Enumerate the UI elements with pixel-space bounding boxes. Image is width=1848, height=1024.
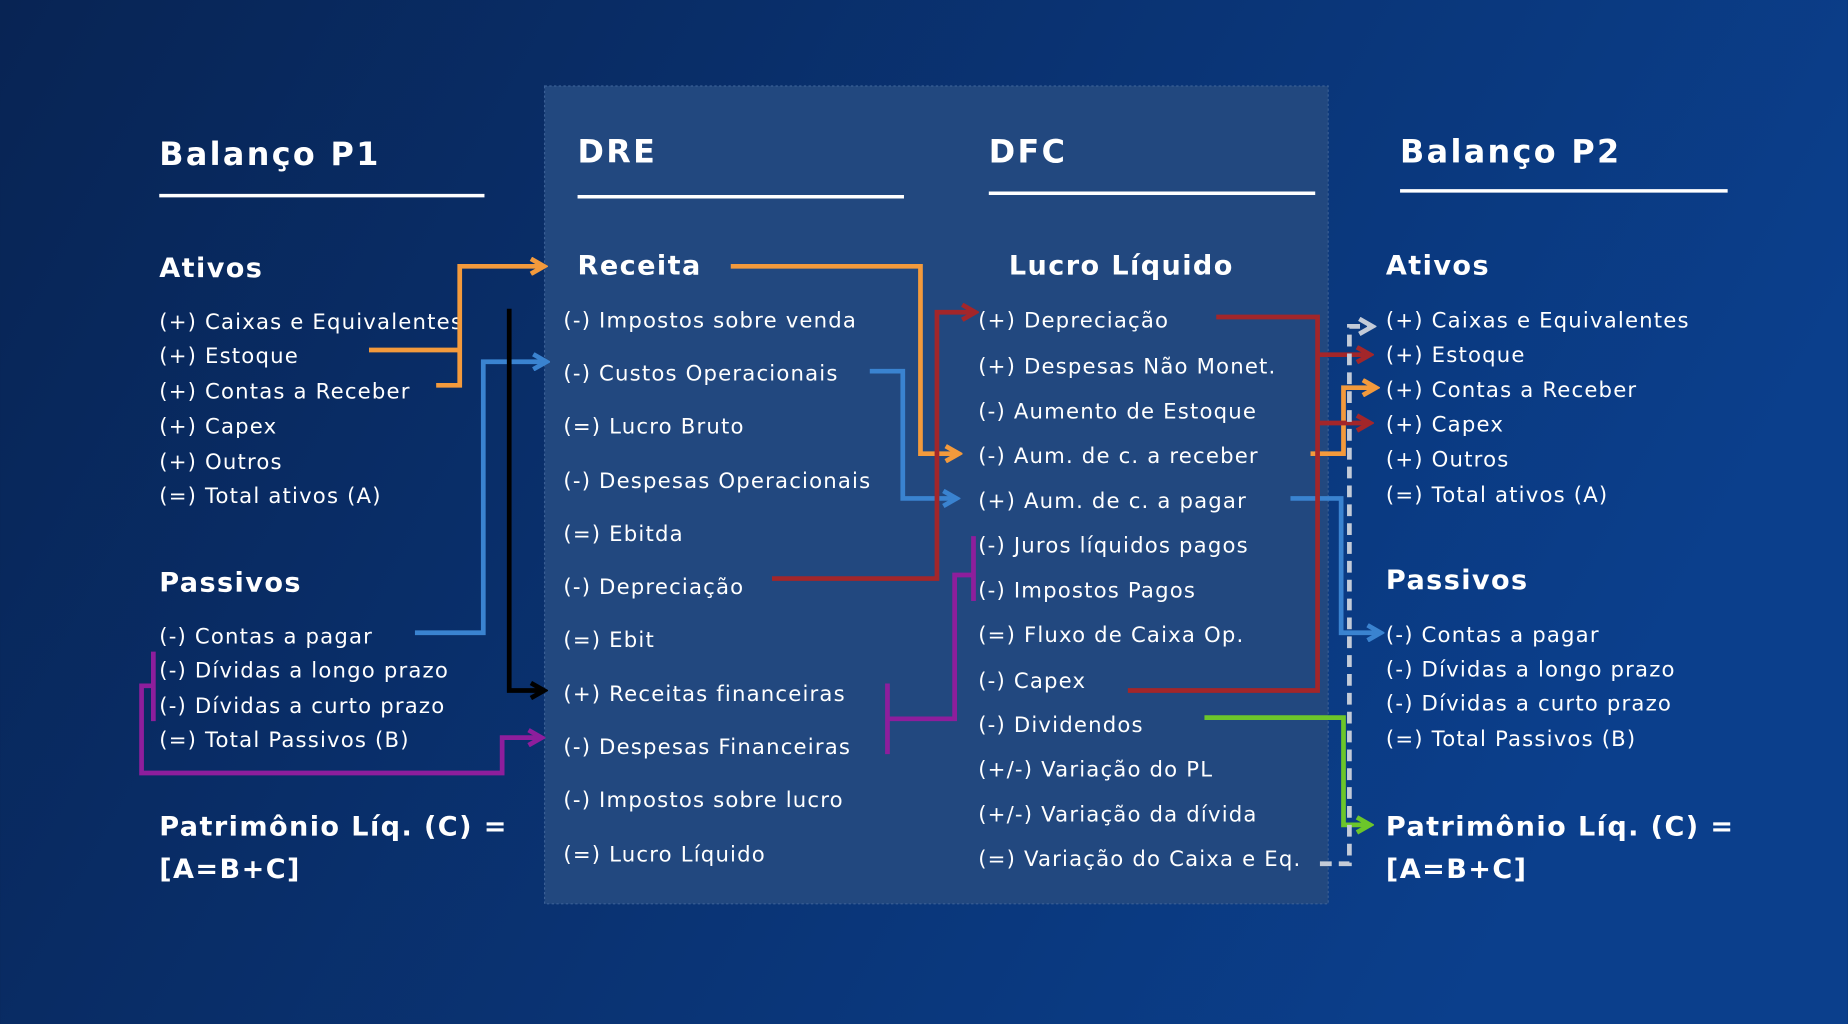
p1-ativos-heading: Ativos xyxy=(159,253,263,284)
p1-pl-line1: Patrimônio Líq. (C) = xyxy=(159,811,508,842)
dre-item: (=) Ebitda xyxy=(563,522,683,547)
dre-item: (=) Lucro Bruto xyxy=(563,415,744,440)
dre-item: (-) Despesas Financeiras xyxy=(563,735,851,760)
dre-receita-heading: Receita xyxy=(578,251,702,282)
p2-ativos-heading: Ativos xyxy=(1386,251,1490,282)
dfc-title: DFC xyxy=(989,133,1068,171)
dfc-item: (-) Capex xyxy=(978,669,1086,694)
p2-passivos-item: (-) Dívidas a curto prazo xyxy=(1386,692,1672,717)
p2-ativos-item: (+) Capex xyxy=(1386,412,1504,437)
p2-title: Balanço P2 xyxy=(1400,133,1621,171)
dfc-item: (+) Aum. de c. a pagar xyxy=(978,489,1247,514)
dashed-arrow-caixa xyxy=(1319,326,1371,867)
p2-ativos-item: (=) Total ativos (A) xyxy=(1386,483,1608,508)
red-line-depreciacao-capex xyxy=(1127,314,1320,693)
dre-item: (-) Impostos sobre venda xyxy=(563,309,857,334)
blue-arrow-custos-to-pagar xyxy=(869,368,955,498)
dfc-lucro-heading: Lucro Líquido xyxy=(1009,251,1234,282)
p1-ativos-item: (+) Estoque xyxy=(159,344,299,369)
p2-passivos-item: (-) Contas a pagar xyxy=(1386,623,1600,648)
black-arrow-to-receitas-financeiras xyxy=(506,308,542,691)
purple-bracket-dividas xyxy=(139,651,540,776)
dfc-item: (-) Juros líquidos pagos xyxy=(978,534,1249,559)
p2-ativos-item: (+) Caixas e Equivalentes xyxy=(1386,309,1690,334)
p1-passivos-item: (-) Dívidas a curto prazo xyxy=(159,694,445,719)
dfc-item: (+/-) Variação da dívida xyxy=(978,802,1257,827)
connectors xyxy=(139,266,1379,867)
dfc-item: (-) Impostos Pagos xyxy=(978,578,1196,603)
p2-passivos-item: (-) Dívidas a longo prazo xyxy=(1386,657,1676,682)
dre-item: (-) Despesas Operacionais xyxy=(563,469,871,494)
dfc-item: (=) Variação do Caixa e Eq. xyxy=(978,847,1301,872)
p2-passivos-item: (=) Total Passivos (B) xyxy=(1386,727,1636,752)
dfc-item: (-) Dividendos xyxy=(978,713,1144,738)
dfc-item: (-) Aumento de Estoque xyxy=(978,399,1257,424)
p1-pl-line2: [A=B+C] xyxy=(159,854,301,885)
dre-item: (+) Receitas financeiras xyxy=(563,682,845,707)
p2-ativos-item: (+) Outros xyxy=(1386,448,1510,473)
dre-item: (-) Impostos sobre lucro xyxy=(563,788,843,813)
dfc-item: (=) Fluxo de Caixa Op. xyxy=(978,623,1244,648)
p1-passivos-heading: Passivos xyxy=(159,568,302,599)
dre-item: (=) Lucro Líquido xyxy=(563,842,766,867)
dfc-item: (-) Aum. de c. a receber xyxy=(978,444,1259,469)
p2-pl-line1: Patrimônio Líq. (C) = xyxy=(1386,811,1735,842)
p1-passivos-item: (=) Total Passivos (B) xyxy=(159,728,409,753)
p1-passivos-item: (-) Contas a pagar xyxy=(159,624,373,649)
green-arrow-dividendos-to-pl xyxy=(1204,715,1368,825)
blue-arrow-pagar-to-custos xyxy=(414,362,545,636)
p2-ativos-item: (+) Estoque xyxy=(1386,343,1526,368)
dfc-item: (+) Depreciação xyxy=(978,309,1169,334)
p1-ativos-item: (+) Caixas e Equivalentes xyxy=(159,310,463,335)
p1-ativos-item: (=) Total ativos (A) xyxy=(159,484,381,509)
dre-item: (=) Ebit xyxy=(563,628,655,653)
p2-passivos-heading: Passivos xyxy=(1386,565,1529,596)
p1-ativos-item: (+) Capex xyxy=(159,415,277,440)
dre-item: (-) Custos Operacionais xyxy=(563,362,838,387)
orange-arrow-p1-to-receita xyxy=(368,266,542,388)
purple-bracket-financeiras xyxy=(885,536,976,755)
p1-ativos-item: (+) Contas a Receber xyxy=(159,379,410,404)
p2-ativos-item: (+) Contas a Receber xyxy=(1386,378,1637,403)
p1-ativos-item: (+) Outros xyxy=(159,450,283,475)
dre-item: (-) Depreciação xyxy=(563,575,744,600)
dfc-item: (+/-) Variação do PL xyxy=(978,758,1213,783)
dre-title: DRE xyxy=(578,133,658,171)
red-arrow-depreciacao xyxy=(771,312,974,581)
p1-passivos-item: (-) Dívidas a longo prazo xyxy=(159,659,449,684)
dfc-item: (+) Despesas Não Monet. xyxy=(978,355,1276,380)
p1-title: Balanço P1 xyxy=(159,135,380,173)
p2-pl-line2: [A=B+C] xyxy=(1386,854,1528,885)
